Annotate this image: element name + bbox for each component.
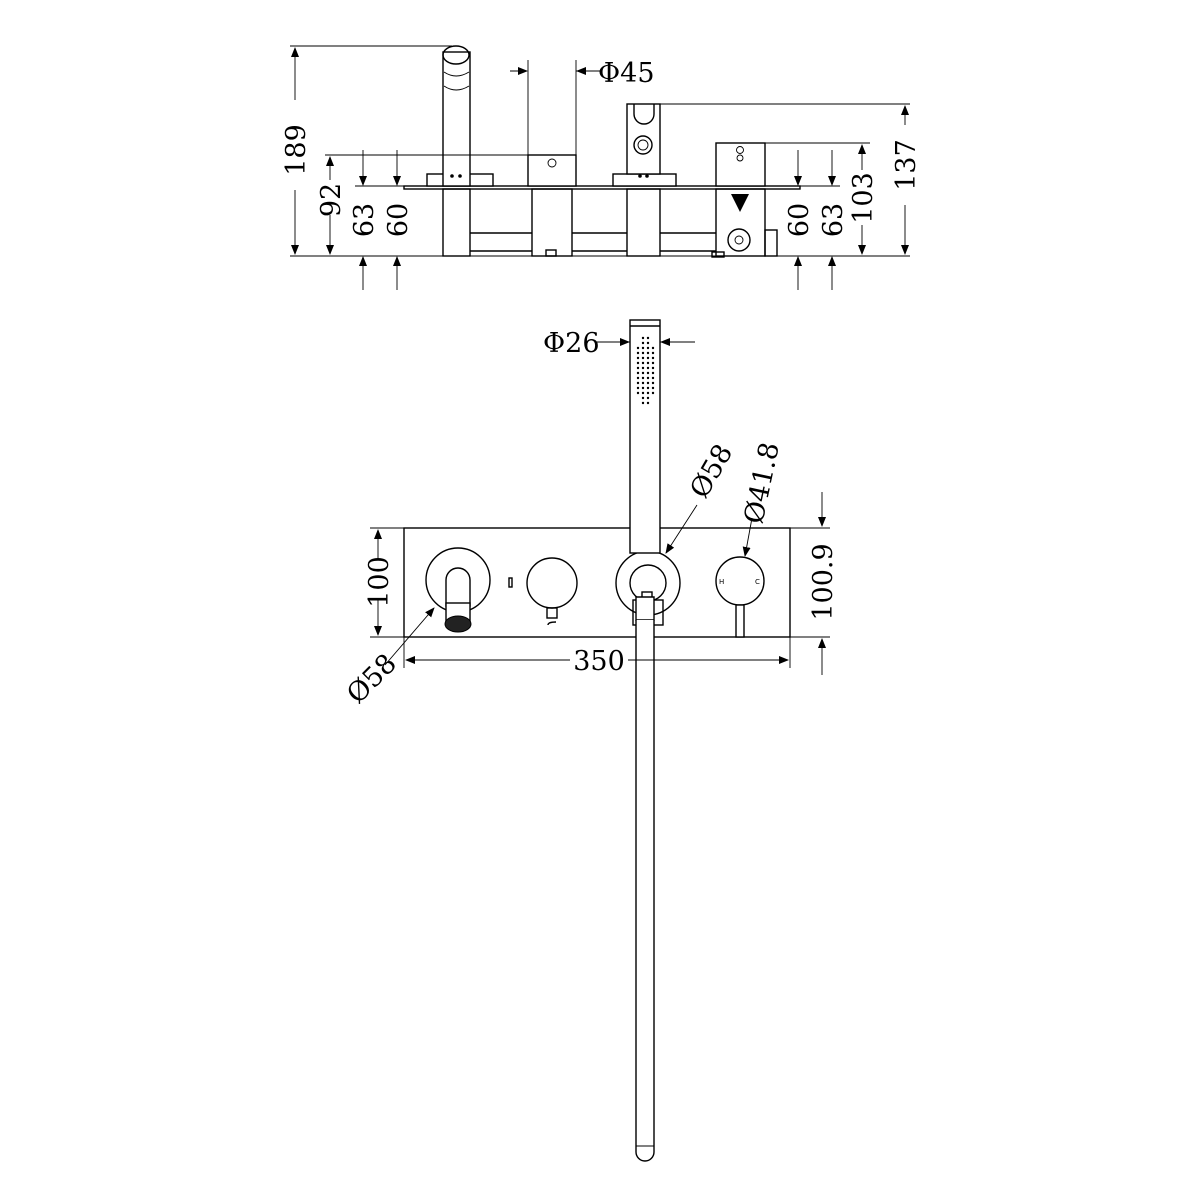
wall-plate-top	[403, 185, 801, 190]
spray-nozzle	[636, 351, 640, 355]
diverter-valve-side	[527, 154, 577, 257]
dim-phi26: Φ26	[543, 328, 600, 359]
dim-63-left: 63	[349, 203, 380, 237]
spray-nozzle	[641, 401, 645, 405]
dim-92: 92	[316, 183, 347, 217]
wall-plate-front	[403, 527, 791, 638]
spray-nozzle	[636, 391, 640, 395]
spray-nozzle	[641, 376, 645, 380]
dim-100-9: 100.9	[808, 543, 839, 620]
spray-nozzle	[641, 366, 645, 370]
dim-60-right: 60	[784, 203, 815, 237]
spray-nozzle	[646, 376, 650, 380]
spray-nozzle	[646, 346, 650, 350]
dim-holder-phi58: Ø58	[684, 439, 739, 503]
spout-front	[425, 547, 491, 633]
dim-63-right: 63	[818, 203, 849, 237]
front-view: H C Φ26	[341, 319, 839, 1162]
watermark-logo	[731, 194, 749, 212]
spout-side	[442, 45, 471, 257]
diverter-valve-front	[526, 557, 578, 626]
spray-nozzle	[646, 366, 650, 370]
holder-base	[612, 173, 677, 187]
spray-nozzle	[646, 396, 650, 400]
spray-nozzle	[641, 361, 645, 365]
spray-nozzles	[636, 336, 655, 405]
spray-nozzle	[646, 401, 650, 405]
handshower-holder-side	[626, 103, 661, 257]
spray-nozzle	[651, 356, 655, 360]
spray-nozzle	[646, 341, 650, 345]
dim-350: 350	[573, 646, 625, 677]
spray-nozzle	[646, 336, 650, 340]
spray-nozzle	[651, 366, 655, 370]
shower-hose	[635, 620, 655, 1162]
spray-nozzle	[641, 351, 645, 355]
dim-mixer-phi41-8: Ø41.8	[739, 440, 786, 527]
spray-nozzle	[641, 386, 645, 390]
spray-nozzle	[641, 396, 645, 400]
dim-103: 103	[848, 172, 879, 224]
dim-60-left: 60	[383, 203, 414, 237]
spray-nozzle	[636, 361, 640, 365]
spray-nozzle	[641, 341, 645, 345]
spray-nozzle	[641, 336, 645, 340]
mixer-front: H C	[715, 556, 765, 638]
dim-189: 189	[281, 124, 312, 176]
spray-nozzle	[641, 356, 645, 360]
spray-nozzle	[646, 386, 650, 390]
spray-nozzle	[651, 391, 655, 395]
dim-137: 137	[891, 139, 922, 191]
spray-nozzle	[646, 356, 650, 360]
mixer-side	[711, 142, 778, 258]
spray-nozzle	[651, 351, 655, 355]
spray-nozzle	[636, 371, 640, 375]
front-dimensions	[370, 338, 830, 675]
spray-nozzle	[646, 391, 650, 395]
spray-nozzle	[646, 351, 650, 355]
top-dimensions	[290, 45, 910, 290]
spray-nozzle	[636, 366, 640, 370]
spray-nozzle	[646, 381, 650, 385]
spray-nozzle	[651, 381, 655, 385]
spray-nozzle	[651, 371, 655, 375]
dim-100: 100	[364, 556, 395, 608]
spray-nozzle	[651, 361, 655, 365]
spray-nozzle	[641, 346, 645, 350]
top-view: 189 92 63 60 Φ45 60 63 103 137	[281, 45, 922, 290]
spray-nozzle	[641, 371, 645, 375]
spray-nozzle	[636, 346, 640, 350]
spray-nozzle	[646, 361, 650, 365]
spray-nozzle	[636, 381, 640, 385]
mixer-hot-label: H	[719, 578, 724, 586]
dim-phi45: Φ45	[598, 58, 655, 89]
spray-nozzle	[646, 371, 650, 375]
dim-spout-phi58: Ø58	[341, 648, 403, 710]
connecting-pipes	[470, 232, 716, 252]
spray-nozzle	[636, 356, 640, 360]
spray-nozzle	[641, 381, 645, 385]
handshower	[629, 319, 661, 621]
spray-nozzle	[641, 391, 645, 395]
spray-nozzle	[651, 386, 655, 390]
spray-nozzle	[651, 346, 655, 350]
diverter-indicator-top	[508, 577, 513, 588]
spray-nozzle	[636, 386, 640, 390]
spray-nozzle	[636, 376, 640, 380]
spray-nozzle	[651, 376, 655, 380]
mixer-cold-label: C	[755, 578, 760, 586]
